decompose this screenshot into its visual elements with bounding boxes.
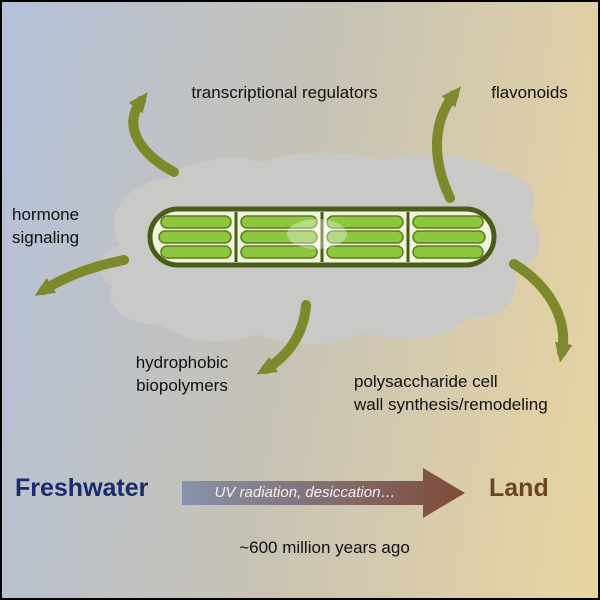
arrow-hormone-signaling-icon: [34, 255, 129, 296]
chloroplast-bar: [412, 215, 484, 229]
label-hydrophobic-line1: hydrophobic: [135, 353, 229, 372]
arrow-hydrophobic-biopolymers-icon: [256, 300, 311, 375]
chloroplast-bar: [160, 245, 232, 259]
label-flavonoids: flavonoids: [491, 83, 568, 102]
chloroplast-bar: [240, 230, 318, 244]
label-transcriptional-regulators: transcriptional regulators: [191, 83, 378, 102]
label-hormone-signaling-line1: hormone: [12, 205, 80, 224]
timeline-arrow: [182, 468, 465, 518]
timeline-arrow-text: UV radiation, desiccation…: [214, 484, 396, 501]
label-hormone-signaling: hormone signaling: [12, 203, 79, 249]
cell-segment: [326, 215, 404, 259]
label-freshwater: Freshwater: [15, 474, 149, 502]
label-polysaccharide: polysaccharide cell wall synthesis/remod…: [354, 370, 594, 416]
label-polysaccharide-line1: polysaccharide cell: [354, 372, 498, 391]
cell-segment: [240, 215, 318, 259]
label-hydrophobic-biopolymers: hydrophobic biopolymers: [107, 351, 257, 397]
label-hydrophobic-line2: biopolymers: [136, 376, 228, 395]
chloroplast-bar: [412, 245, 484, 259]
label-land: Land: [489, 474, 549, 502]
label-hormone-signaling-line2: signaling: [12, 228, 80, 247]
chloroplast-bar: [326, 245, 404, 259]
arrow-polysaccharide-icon: [509, 259, 573, 363]
filament-highlight: [287, 219, 347, 249]
algal-filament: [147, 206, 497, 268]
chloroplast-bar: [240, 245, 318, 259]
arrow-flavonoids-icon: [431, 86, 461, 203]
timeline-caption: ~600 million years ago: [239, 538, 410, 557]
label-polysaccharide-line2: wall synthesis/remodeling: [354, 395, 548, 414]
chloroplast-bar: [412, 230, 486, 244]
chloroplast-bar: [160, 215, 232, 229]
chloroplast-bar: [158, 230, 232, 244]
cell-segment: [412, 215, 486, 259]
arrow-transcriptional-regulators-icon: [128, 92, 179, 177]
chloroplast-bar: [326, 215, 404, 229]
cell-segment: [158, 215, 232, 259]
chloroplast-bar: [240, 215, 318, 229]
chloroplast-bar: [326, 230, 404, 244]
